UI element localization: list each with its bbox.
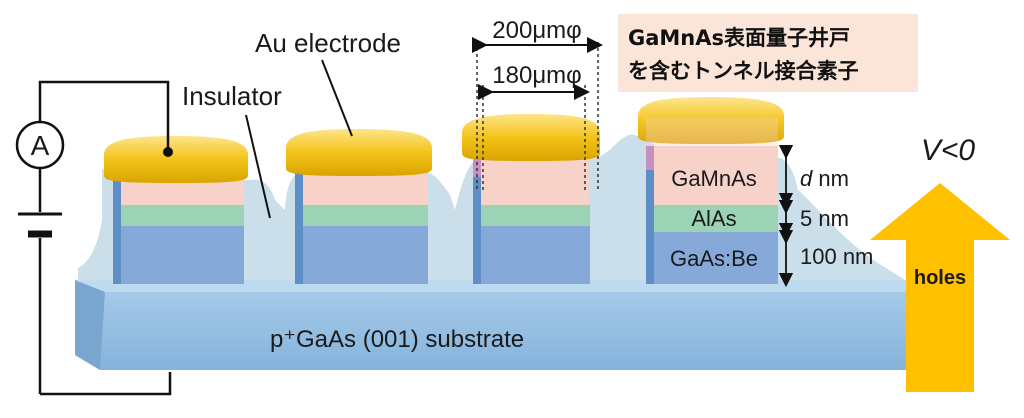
au-electrode-2 (286, 129, 432, 176)
dim-inner-label: 180μmφ (492, 62, 581, 89)
caption-line-1: GaMnAs表面量子井戸 (628, 26, 850, 50)
pillar-3 (462, 114, 600, 284)
au-electrode-label: Au electrode (255, 28, 401, 58)
pillar-1 (104, 136, 248, 284)
substrate-label: p⁺GaAs (001) substrate (270, 326, 524, 353)
thickness-gaas-be: 100 nm (800, 244, 873, 269)
insulator-label: Insulator (182, 81, 282, 111)
caption-box (618, 14, 918, 92)
dimension-markers (476, 42, 599, 190)
au-electrode-3 (462, 114, 600, 161)
svg-text:A: A (31, 130, 50, 161)
insulator-pointer (245, 114, 271, 219)
au-electrode-pointer (321, 59, 353, 137)
electrode-contact-dot (163, 147, 173, 157)
circuit-wire (38, 80, 172, 396)
au-electrode-1 (104, 136, 248, 183)
thickness-alas: 5 nm (800, 206, 849, 231)
holes-label: holes (914, 267, 966, 289)
dim-outer-label: 200μmφ (492, 17, 581, 44)
au-electrode-4 (638, 97, 784, 144)
layer-label-alas: AlAs (691, 206, 736, 231)
battery-symbol (18, 212, 62, 238)
pillar-2 (286, 129, 432, 284)
substrate-block (75, 280, 935, 370)
holes-arrow (870, 183, 1010, 392)
layer-label-gamnas: GaMnAs (671, 166, 757, 191)
pillar-4 (638, 97, 784, 284)
ammeter: A (15, 120, 65, 170)
layer-label-gaas-be: GaAs:Be (670, 246, 758, 271)
thickness-gamnas: d nm (800, 166, 849, 191)
voltage-label: V<0 (921, 134, 976, 167)
caption-line-2: を含むトンネル接合素子 (628, 59, 859, 83)
